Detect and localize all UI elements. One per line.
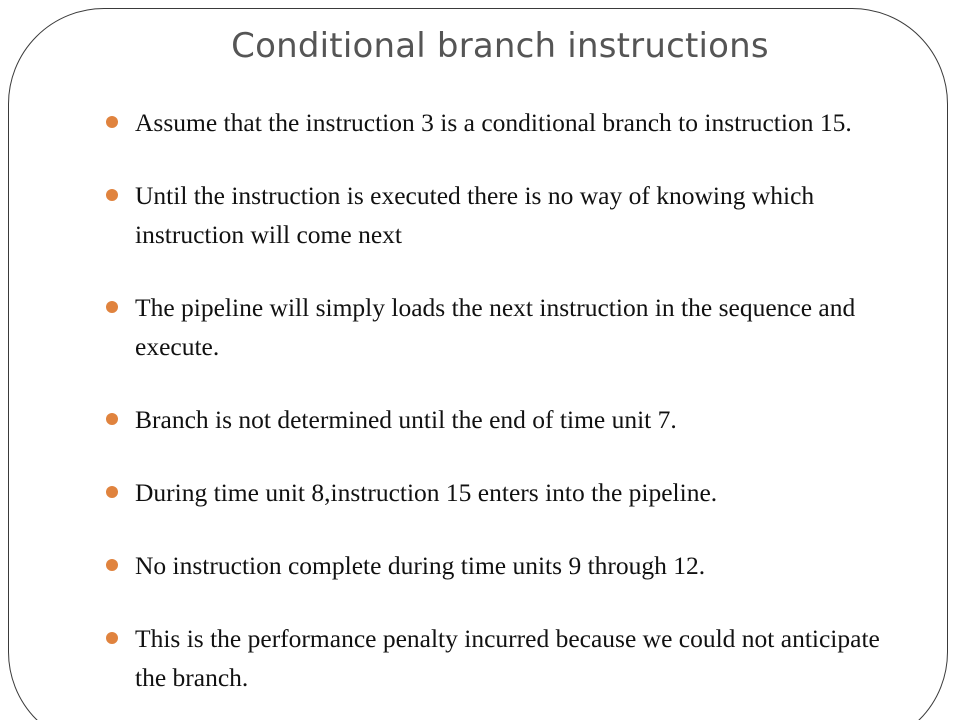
slide-title: Conditional branch instructions xyxy=(231,26,769,66)
bullet-text: During time unit 8,instruction 15 enters… xyxy=(135,478,718,507)
bullet-text: This is the performance penalty incurred… xyxy=(135,624,880,692)
bullet-dot-icon xyxy=(106,559,118,571)
bullet-item: During time unit 8,instruction 15 enters… xyxy=(104,473,904,512)
bullet-dot-icon xyxy=(106,189,118,201)
bullet-list: Assume that the instruction 3 is a condi… xyxy=(104,103,904,720)
bullet-dot-icon xyxy=(106,632,118,644)
rounded-frame xyxy=(8,8,948,720)
bullet-dot-icon xyxy=(106,301,118,313)
bullet-item: Branch is not determined until the end o… xyxy=(104,400,904,439)
bullet-text: Until the instruction is executed there … xyxy=(135,181,815,249)
bullet-text: Assume that the instruction 3 is a condi… xyxy=(135,108,852,137)
bullet-text: The pipeline will simply loads the next … xyxy=(135,293,856,361)
bullet-dot-icon xyxy=(106,413,118,425)
bullet-item: Until the instruction is executed there … xyxy=(104,176,904,254)
bullet-item: No instruction complete during time unit… xyxy=(104,546,904,585)
bullet-item: The pipeline will simply loads the next … xyxy=(104,288,904,366)
bullet-text: No instruction complete during time unit… xyxy=(135,551,706,580)
bullet-text: Branch is not determined until the end o… xyxy=(135,405,677,434)
bullet-item: Assume that the instruction 3 is a condi… xyxy=(104,103,904,142)
bullet-item: This is the performance penalty incurred… xyxy=(104,619,904,697)
bullet-dot-icon xyxy=(106,116,118,128)
bullet-dot-icon xyxy=(106,486,118,498)
